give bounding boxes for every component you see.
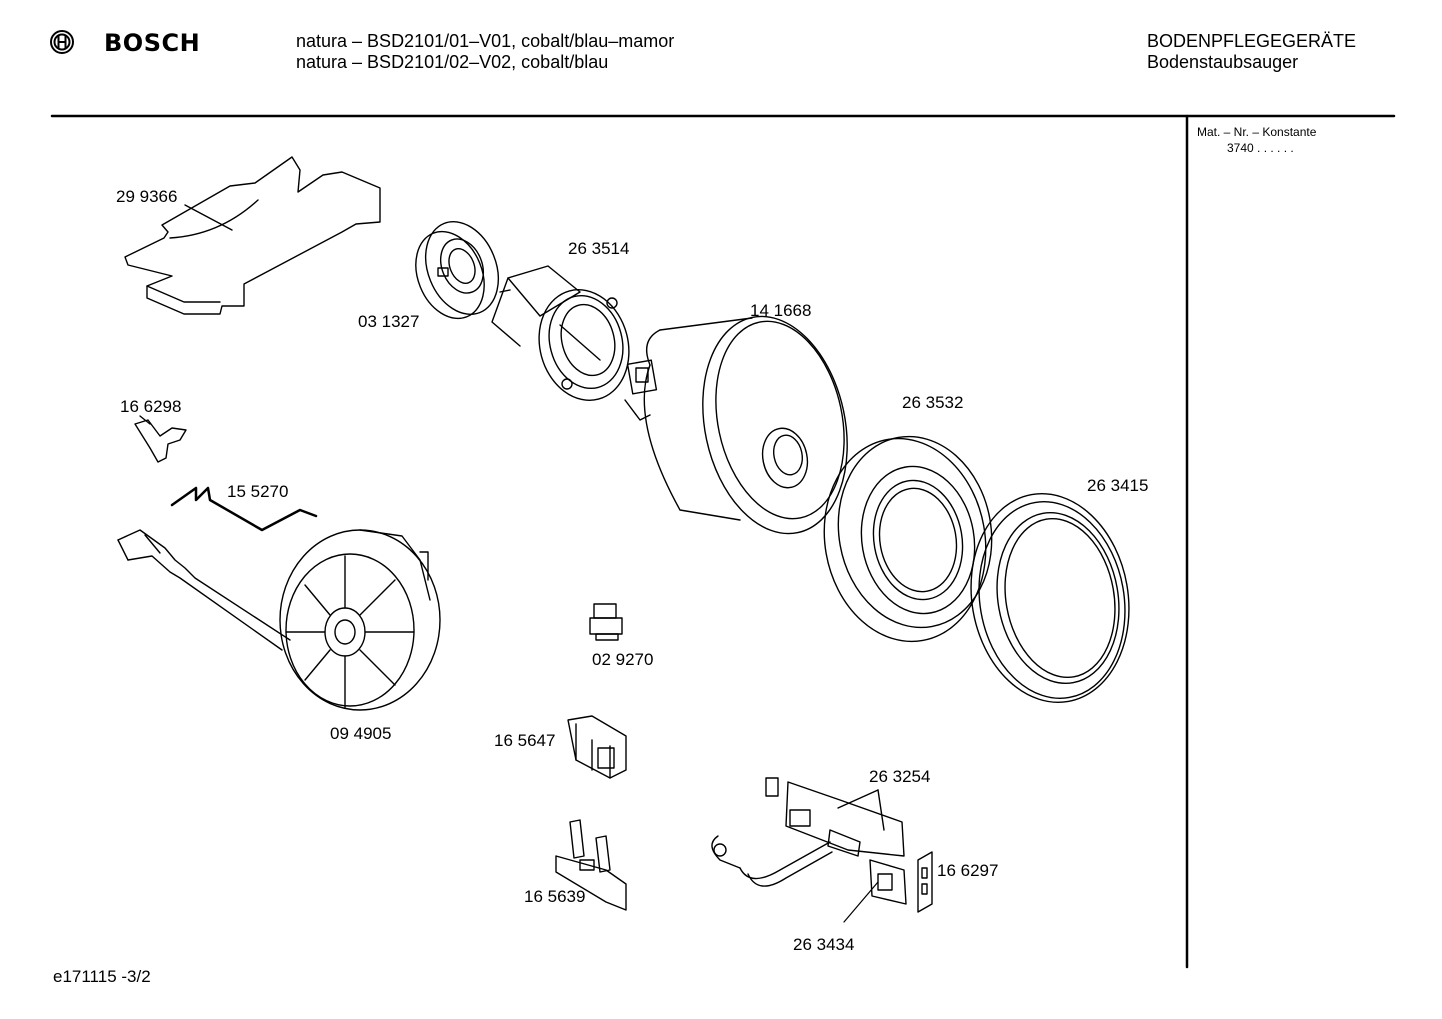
part-label: 16 6297 bbox=[937, 861, 998, 880]
part-holder bbox=[555, 819, 627, 911]
part-label: 29 9366 bbox=[116, 187, 177, 206]
part-flange-tube bbox=[491, 265, 630, 401]
part-cable-reel bbox=[117, 529, 441, 711]
part-label: 02 9270 bbox=[592, 650, 653, 669]
model-line-1: natura – BSD2101/01–V01, cobalt/blau–mam… bbox=[296, 31, 675, 51]
part-label: 09 4905 bbox=[330, 724, 391, 743]
part-electronics-board bbox=[711, 777, 907, 905]
part-plate bbox=[124, 156, 381, 315]
part-label: 26 3532 bbox=[902, 393, 963, 412]
part-small-plate bbox=[917, 851, 933, 913]
part-label: 16 6298 bbox=[120, 397, 181, 416]
part-switch bbox=[567, 715, 627, 779]
part-knob bbox=[134, 415, 187, 463]
part-motor bbox=[624, 315, 848, 535]
part-motor-cap bbox=[823, 435, 993, 643]
part-label: 26 3415 bbox=[1087, 476, 1148, 495]
part-label: 16 5647 bbox=[494, 731, 555, 750]
part-spring-wire bbox=[170, 486, 318, 532]
drawing-id: e171115 -3/2 bbox=[53, 967, 151, 986]
material-number-title: Mat. – Nr. – Konstante bbox=[1197, 125, 1317, 139]
part-label: 15 5270 bbox=[227, 482, 288, 501]
part-label: 26 3514 bbox=[568, 239, 629, 258]
part-small-block bbox=[589, 603, 623, 641]
model-line-2: natura – BSD2101/02–V02, cobalt/blau bbox=[296, 52, 609, 72]
part-label: 16 5639 bbox=[524, 887, 585, 906]
part-label: 14 1668 bbox=[750, 301, 811, 320]
part-label: 26 3254 bbox=[869, 767, 930, 786]
category-title: BODENPFLEGEGERÄTE bbox=[1147, 31, 1357, 51]
subcategory-title: Bodenstaubsauger bbox=[1147, 52, 1299, 72]
material-number-value: 3740 . . . . . . bbox=[1227, 141, 1294, 155]
part-label: 26 3434 bbox=[793, 935, 854, 954]
brand-name: BOSCH bbox=[104, 29, 201, 57]
part-small-ring bbox=[415, 221, 499, 320]
part-large-ring bbox=[970, 493, 1130, 703]
part-label: 03 1327 bbox=[358, 312, 419, 331]
